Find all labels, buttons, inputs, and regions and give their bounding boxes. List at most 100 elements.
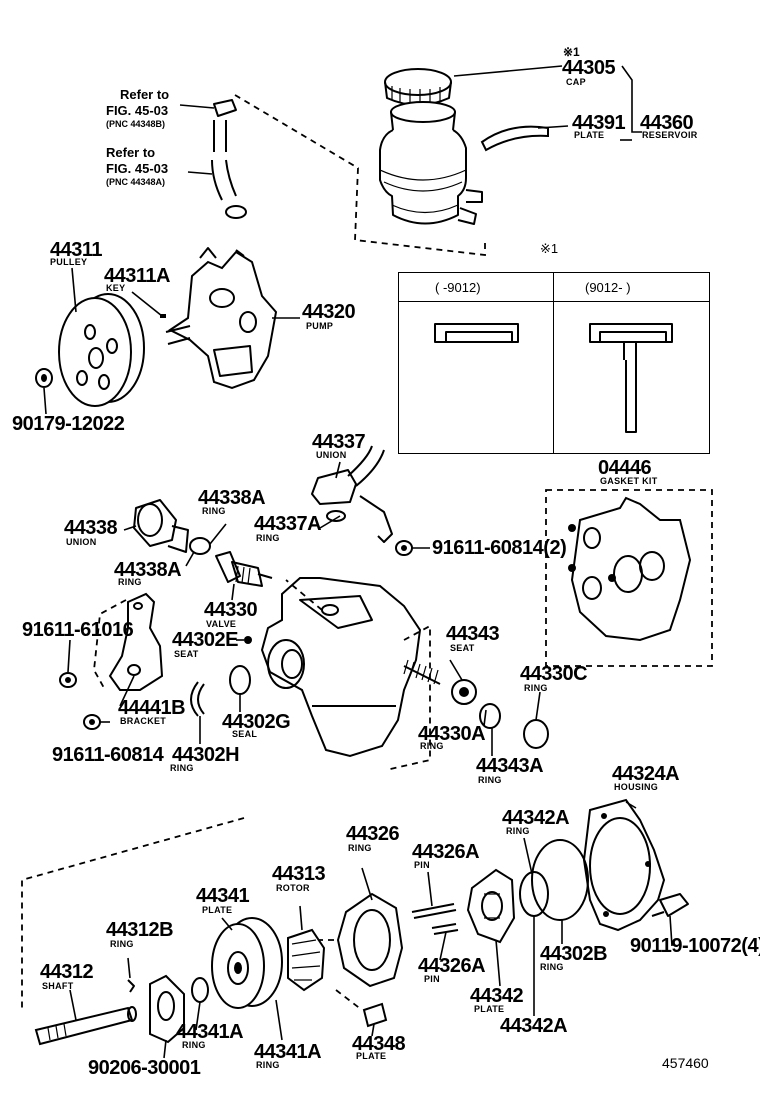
part-44330-name: VALVE	[206, 619, 237, 629]
part-44360-name: RESERVOIR	[642, 130, 698, 140]
part-44338a-upper-number[interactable]: 44338A	[198, 487, 266, 509]
part-44348-number[interactable]: 44348	[352, 1033, 406, 1055]
part-44324a-number[interactable]: 44324A	[612, 763, 680, 785]
inset-mark: ※1	[540, 241, 559, 256]
pulley-drawing	[58, 293, 145, 407]
part-44342a-upper-name: RING	[506, 826, 530, 836]
part-44338-number[interactable]: 44338	[64, 517, 118, 539]
ref2-title: Refer to	[106, 145, 156, 160]
part-44337a-number[interactable]: 44337A	[254, 513, 322, 535]
reservoir-plate-drawing	[480, 125, 549, 152]
reservoir-cap-drawing	[384, 68, 452, 106]
key-drawing	[160, 314, 166, 318]
part-44342a-upper-number[interactable]: 44342A	[502, 807, 570, 829]
bolt-91611-60814-lower-drawing	[83, 714, 101, 730]
part-44312b-number[interactable]: 44312B	[106, 919, 174, 941]
ring-44341a-drawing	[191, 977, 209, 1003]
part-44348-name: PLATE	[356, 1051, 387, 1061]
part-44326a-lower-number[interactable]: 44326A	[418, 955, 486, 977]
part-44337-number[interactable]: 44337	[312, 431, 366, 453]
part-44342a-lower-number[interactable]: 44342A	[500, 1015, 568, 1037]
seal-44302g-drawing	[229, 665, 251, 695]
part-44313-number[interactable]: 44313	[272, 863, 326, 885]
pump-assembly-drawing	[165, 247, 278, 390]
part-44343-number[interactable]: 44343	[446, 623, 500, 645]
part-44341-number[interactable]: 44341	[196, 885, 250, 907]
part-44343a-number[interactable]: 44343A	[476, 755, 544, 777]
part-04446-name: GASKET KIT	[600, 476, 658, 486]
plate-44342-drawing	[466, 868, 516, 944]
gasket-new-section	[589, 323, 673, 433]
bracket-drawing	[108, 592, 164, 691]
bolt-90119-10072-drawing	[651, 893, 689, 917]
part-44302g-number[interactable]: 44302G	[222, 711, 291, 733]
ref2-pnc: (PNC 44348A)	[106, 177, 166, 187]
part-44326a-lower-name: PIN	[424, 974, 440, 984]
cam-ring-44326-drawing	[336, 892, 404, 988]
part-44342-name: PLATE	[474, 1004, 505, 1014]
ref1-title: Refer to	[120, 87, 170, 102]
part-90206-30001-number[interactable]: 90206-30001	[88, 1057, 201, 1079]
ref1-pnc: (PNC 44348B)	[106, 119, 166, 129]
part-44302h-number[interactable]: 44302H	[172, 744, 240, 766]
bolt-91611-61016-drawing	[59, 672, 77, 688]
part-44391-number[interactable]: 44391	[572, 112, 626, 134]
ref1-fig-link[interactable]: FIG. 45-03	[106, 103, 169, 118]
seat-44343-drawing	[451, 679, 477, 705]
shaft-drawing	[34, 1006, 137, 1046]
plate-44341-drawing	[211, 917, 283, 1009]
part-44341a-right-number[interactable]: 44341A	[254, 1041, 322, 1063]
part-44311a-number[interactable]: 44311A	[104, 265, 170, 287]
part-90179-12022-number[interactable]: 90179-12022	[12, 413, 125, 435]
part-44320-name: PUMP	[306, 321, 334, 331]
part-44441b-number[interactable]: 44441B	[118, 697, 186, 719]
leader-lines	[43, 65, 673, 1059]
part-44326a-upper-name: PIN	[414, 860, 430, 870]
part-91611-60814-number[interactable]: 91611-60814	[52, 744, 164, 766]
part-44342-number[interactable]: 44342	[470, 985, 524, 1007]
part-44326-number[interactable]: 44326	[346, 823, 400, 845]
ring-44343a-drawing	[479, 703, 501, 729]
part-44312b-name: RING	[110, 939, 134, 949]
pump-housing-drawing	[260, 577, 422, 758]
part-44330a-number[interactable]: 44330A	[418, 723, 486, 745]
gasket-90206-30001-drawing	[149, 974, 185, 1044]
ring-44302b-drawing	[531, 839, 589, 921]
part-44341a-left-name: RING	[182, 1040, 206, 1050]
ring-44302h-drawing	[190, 681, 205, 717]
ring-44312b-drawing	[127, 979, 135, 993]
part-44326a-upper-number[interactable]: 44326A	[412, 841, 480, 863]
part-44302e-number[interactable]: 44302E	[172, 629, 238, 651]
part-44312-name: SHAFT	[42, 981, 74, 991]
part-44330c-number[interactable]: 44330C	[520, 663, 588, 685]
part-91611-60814-2-number[interactable]: 91611-60814(2)	[432, 537, 567, 559]
part-44312-number[interactable]: 44312	[40, 961, 94, 983]
part-44341a-left-number[interactable]: 44341A	[176, 1021, 244, 1043]
part-44324a-name: HOUSING	[614, 782, 659, 792]
union-44338-drawing	[133, 499, 189, 553]
part-90119-10072-number[interactable]: 90119-10072(4)	[630, 935, 760, 957]
inset-col1-header: ( -9012)	[435, 280, 481, 295]
gasket-old-section	[434, 323, 519, 343]
reservoir-body-drawing	[379, 101, 483, 225]
part-44360-number[interactable]: 44360	[640, 112, 694, 134]
part-44338a-lower-number[interactable]: 44338A	[114, 559, 182, 581]
part-44305-name: CAP	[566, 77, 586, 87]
inset-col2-header: (9012- )	[585, 280, 631, 295]
part-44338-name: UNION	[66, 537, 97, 547]
part-04446-number[interactable]: 04446	[598, 457, 652, 479]
part-44311a-name: KEY	[106, 283, 126, 293]
part-44302b-number[interactable]: 44302B	[540, 943, 608, 965]
part-44343-name: SEAT	[450, 643, 475, 653]
part-44305-number[interactable]: 44305	[562, 57, 616, 79]
part-44311-number[interactable]: 44311	[50, 239, 103, 261]
ref2-fig-link[interactable]: FIG. 45-03	[106, 161, 169, 176]
plate-44348-drawing	[362, 1002, 388, 1028]
inset-divider	[553, 273, 554, 453]
part-44330c-name: RING	[524, 683, 548, 693]
part-44320-number[interactable]: 44320	[302, 301, 356, 323]
ring-44338a-drawing	[189, 537, 211, 555]
part-91611-61016-number[interactable]: 91611-61016	[22, 619, 134, 641]
part-44330-number[interactable]: 44330	[204, 599, 258, 621]
